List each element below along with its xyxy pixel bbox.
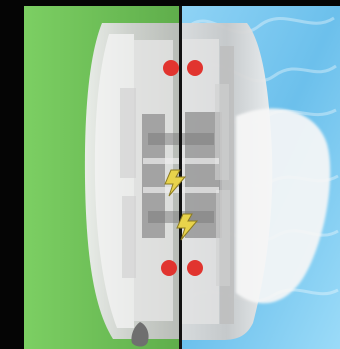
top-right-red-marker: [187, 60, 203, 76]
bottom-left-red-marker: [161, 260, 177, 276]
device-illustration: [24, 6, 340, 349]
top-left-red-marker: [163, 60, 179, 76]
bottom-right-red-marker: [187, 260, 203, 276]
device-photo: [24, 6, 340, 349]
